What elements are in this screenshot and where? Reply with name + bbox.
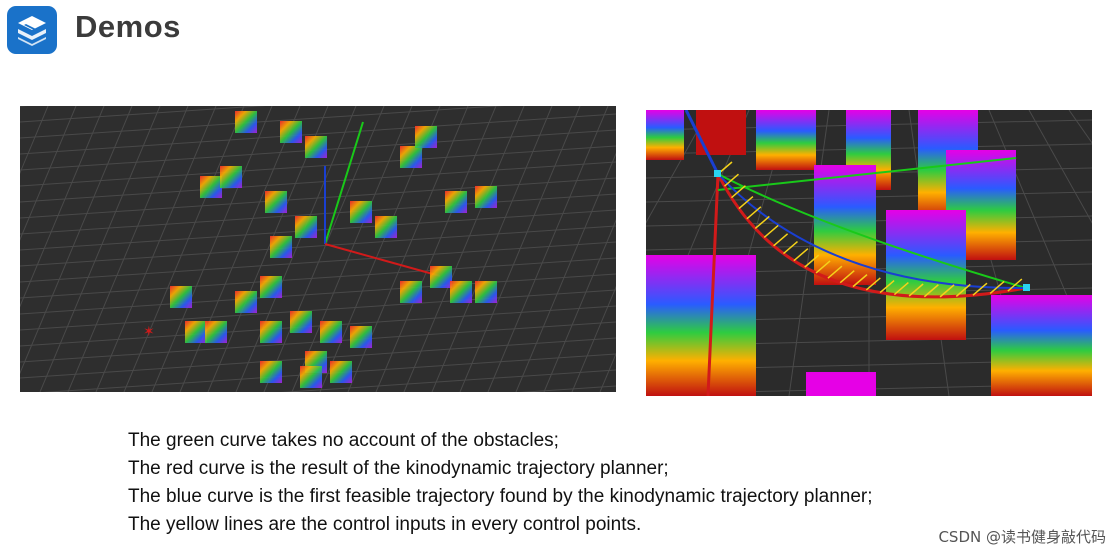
figure-caption: The green curve takes no account of the …: [128, 427, 873, 539]
occupancy-grid-map-image: ✶: [20, 106, 616, 392]
caption-line-yellow: The yellow lines are the control inputs …: [128, 514, 642, 535]
caption-line-green: The green curve takes no account of the …: [128, 430, 559, 451]
svg-text:✶: ✶: [143, 324, 155, 340]
page-title: Demos: [75, 9, 181, 44]
caption-line-red: The red curve is the result of the kinod…: [128, 458, 669, 479]
caption-line-blue: The blue curve is the first feasible tra…: [128, 486, 873, 507]
app-logo-icon: [7, 6, 57, 54]
trajectory-closeup-image: [646, 110, 1092, 396]
watermark: CSDN @读书健身敲代码: [938, 528, 1106, 546]
